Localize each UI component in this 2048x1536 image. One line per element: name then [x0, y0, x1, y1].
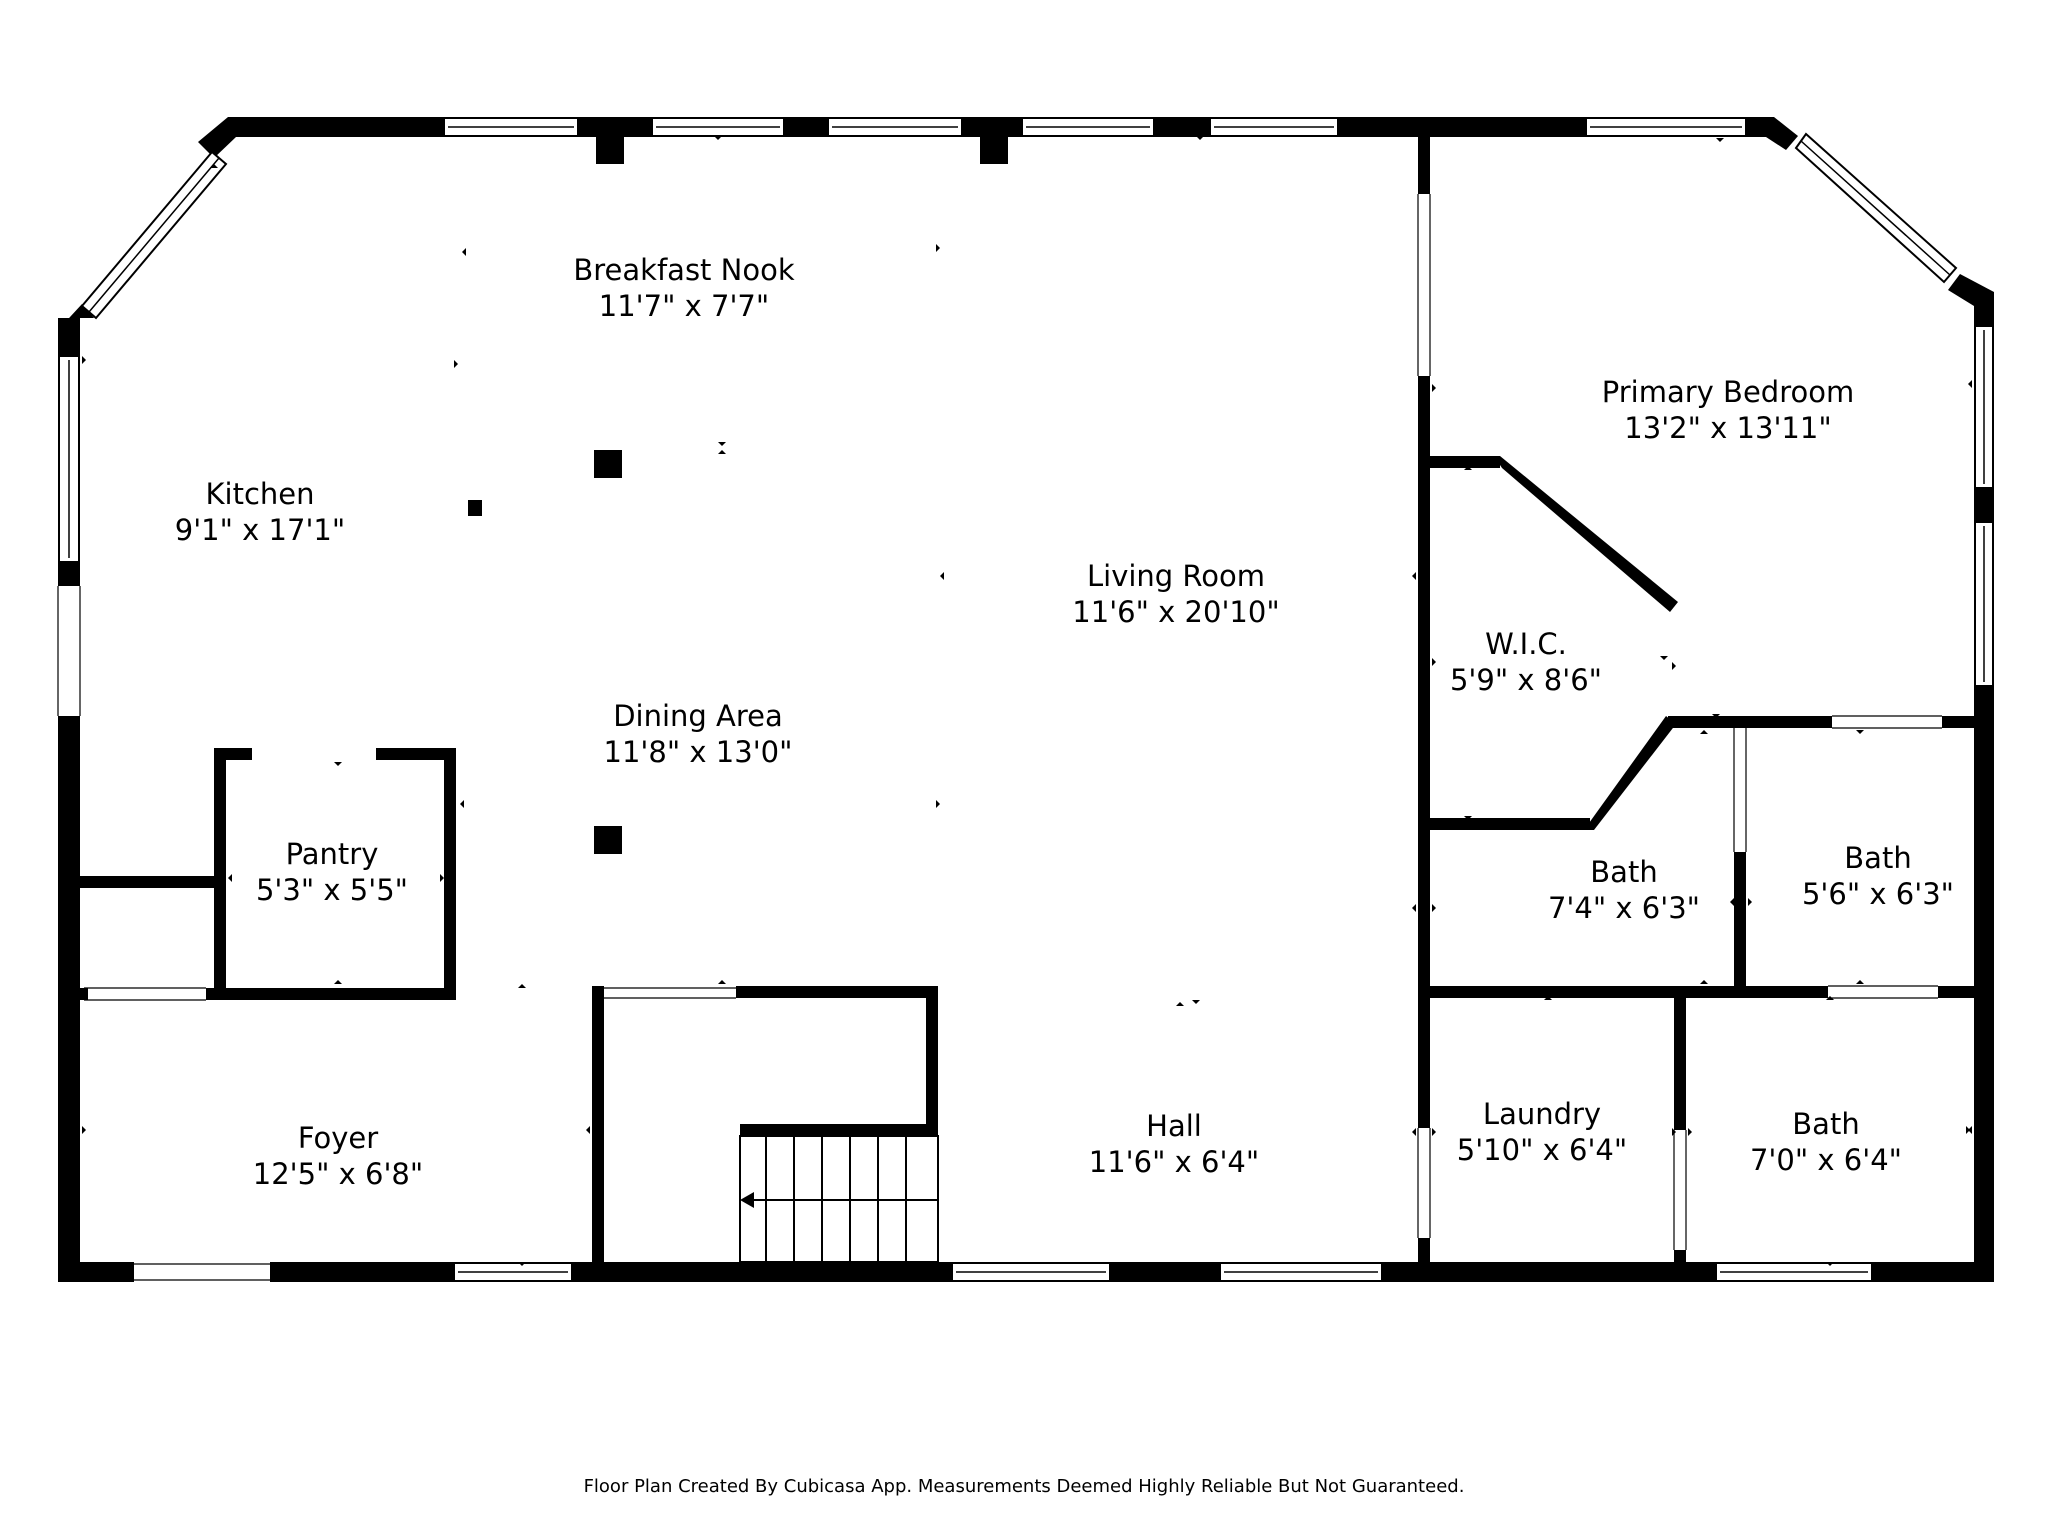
stair-arrow-icon	[740, 1192, 754, 1208]
room-label-primary-bedroom: Primary Bedroom 13'2" x 13'11"	[1602, 375, 1854, 445]
room-dimensions: 9'1" x 17'1"	[175, 513, 345, 547]
room-dimensions: 7'4" x 6'3"	[1548, 891, 1700, 925]
exterior-walls	[58, 117, 1994, 1282]
room-name: Dining Area	[613, 699, 783, 733]
window-left	[58, 355, 80, 563]
room-name: Bath	[1590, 855, 1657, 889]
room-label-living-room: Living Room 11'6" x 20'10"	[1072, 559, 1279, 629]
room-label-bath-2: Bath 5'6" x 6'3"	[1802, 841, 1954, 911]
room-name: Primary Bedroom	[1602, 375, 1854, 409]
room-label-dining-area: Dining Area 11'8" x 13'0"	[604, 699, 793, 769]
window-bottom-3	[1219, 1262, 1383, 1282]
window-bottom-4	[1715, 1262, 1873, 1282]
measure-markers	[82, 136, 1972, 1266]
window-right-diagonal	[1794, 132, 1958, 284]
room-dimensions: 5'6" x 6'3"	[1802, 877, 1954, 911]
room-label-bath-1: Bath 7'4" x 6'3"	[1548, 855, 1700, 925]
window-right-2	[1974, 521, 1994, 687]
room-label-breakfast-nook: Breakfast Nook 11'7" x 7'7"	[573, 253, 794, 323]
room-name: Living Room	[1087, 559, 1265, 593]
room-label-bath-3: Bath 7'0" x 6'4"	[1750, 1107, 1902, 1177]
window-left-diagonal	[80, 150, 228, 320]
room-name: Bath	[1792, 1107, 1859, 1141]
window-top-6	[1585, 117, 1747, 137]
window-top-5	[1209, 117, 1339, 137]
room-dimensions: 11'8" x 13'0"	[604, 735, 793, 769]
windows	[58, 117, 1994, 1282]
room-name: W.I.C.	[1485, 627, 1567, 661]
room-label-laundry: Laundry 5'10" x 6'4"	[1457, 1097, 1627, 1167]
interior-walls	[80, 132, 1976, 1268]
room-name: Bath	[1844, 841, 1911, 875]
diagonal-walls	[58, 117, 1994, 330]
room-name: Kitchen	[206, 477, 315, 511]
room-dimensions: 11'6" x 6'4"	[1089, 1145, 1259, 1179]
room-label-wic: W.I.C. 5'9" x 8'6"	[1450, 627, 1602, 697]
room-name: Laundry	[1483, 1097, 1601, 1131]
room-label-hall: Hall 11'6" x 6'4"	[1089, 1109, 1259, 1179]
room-name: Breakfast Nook	[573, 253, 794, 287]
openings	[57, 194, 1942, 1281]
room-label-pantry: Pantry 5'3" x 5'5"	[256, 837, 408, 907]
window-top-2	[651, 117, 785, 137]
room-label-kitchen: Kitchen 9'1" x 17'1"	[175, 477, 345, 547]
window-bottom-1	[453, 1262, 573, 1282]
room-name: Foyer	[298, 1121, 378, 1155]
room-dimensions: 5'9" x 8'6"	[1450, 663, 1602, 697]
disclaimer-text: Floor Plan Created By Cubicasa App. Meas…	[584, 1476, 1465, 1497]
room-dimensions: 12'5" x 6'8"	[253, 1157, 423, 1191]
window-top-4	[1021, 117, 1155, 137]
staircase	[739, 1135, 939, 1263]
room-dimensions: 11'7" x 7'7"	[599, 289, 769, 323]
window-bottom-2	[951, 1262, 1111, 1282]
window-top-3	[827, 117, 963, 137]
window-top-1	[443, 117, 579, 137]
room-name: Hall	[1146, 1109, 1202, 1143]
room-dimensions: 13'2" x 13'11"	[1624, 411, 1831, 445]
window-right-1	[1974, 325, 1994, 489]
room-dimensions: 5'10" x 6'4"	[1457, 1133, 1627, 1167]
room-label-foyer: Foyer 12'5" x 6'8"	[253, 1121, 423, 1191]
room-dimensions: 5'3" x 5'5"	[256, 873, 408, 907]
room-dimensions: 11'6" x 20'10"	[1072, 595, 1279, 629]
room-dimensions: 7'0" x 6'4"	[1750, 1143, 1902, 1177]
room-name: Pantry	[286, 837, 379, 871]
